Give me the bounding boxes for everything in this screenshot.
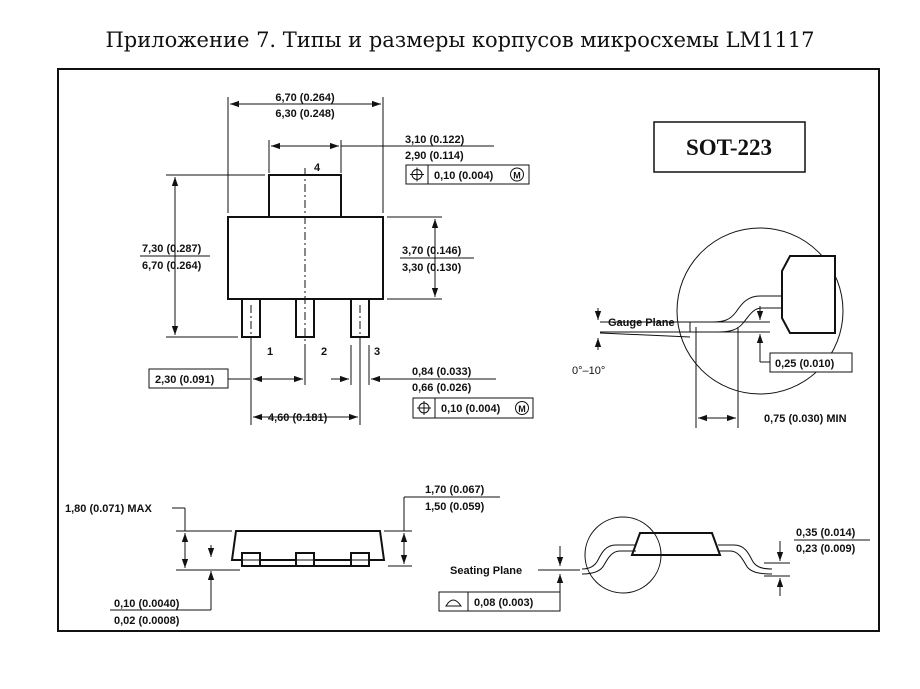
tab-width-max-label: 3,10 (0.122): [405, 134, 465, 146]
lead-thickness-min-label: 0,23 (0.009): [796, 543, 856, 555]
lead-thickness-max-label: 0,35 (0.014): [796, 527, 856, 539]
pitch-total-label: 4,60 (0.181): [268, 412, 328, 424]
package-name-box: SOT-223: [653, 121, 806, 173]
height-max-label: 7,30 (0.287): [142, 243, 202, 255]
pin-2-label: 2: [321, 346, 327, 358]
seating-plane-label: Seating Plane: [450, 565, 522, 577]
package-name: SOT-223: [686, 135, 772, 160]
tab-tolerance-label: 0,10 (0.004): [434, 170, 494, 182]
top-view: 4 1 2 3 6,70 (0.264) 6,30 (0.248) 3,10 (…: [140, 92, 534, 425]
mmc-icon: [510, 167, 524, 182]
detail-circle: [676, 227, 844, 395]
standoff-max-label: 0,10 (0.0040): [114, 598, 180, 610]
width-min-label: 6,30 (0.248): [275, 108, 335, 120]
standoff-min-label: 0,02 (0.0008): [114, 615, 180, 627]
pitch-label: 2,30 (0.091): [155, 374, 215, 386]
seating-detail: Seating Plane 0,08 (0.003) 0,35 (0.014) …: [438, 516, 870, 612]
page-title: Приложение 7. Типы и размеры корпусов ми…: [105, 28, 815, 52]
mmc-symbol: M: [518, 404, 526, 414]
lead-width-min-label: 0,66 (0.026): [412, 382, 472, 394]
pin-3-label: 3: [374, 346, 380, 358]
drawing-frame: [57, 68, 880, 632]
gauge-height-label: 0,25 (0.010): [775, 358, 835, 370]
width-max-label: 6,70 (0.264): [275, 92, 335, 104]
gauge-detail: Gauge Plane 0°–10° 0,25 (0.010) 0,75 (0.…: [572, 227, 853, 428]
angle-label: 0°–10°: [572, 365, 605, 377]
seating-package-body: [630, 532, 722, 556]
body-height-min-label: 3,30 (0.130): [402, 262, 462, 274]
body-thickness-min-label: 1,50 (0.059): [425, 501, 485, 513]
surface-profile-icon: [445, 599, 462, 607]
coplanarity-label: 0,08 (0.003): [474, 597, 534, 609]
pin-1-label: 1: [267, 346, 273, 358]
tab-tolerance-frame: 0,10 (0.004) M: [405, 164, 530, 185]
foot-length-label: 0,75 (0.030) MIN: [764, 413, 847, 425]
height-max-side-label: 1,80 (0.071) MAX: [65, 503, 152, 515]
tab-width-min-label: 2,90 (0.114): [405, 150, 464, 162]
mmc-symbol: M: [513, 171, 521, 181]
height-min-label: 6,70 (0.264): [142, 260, 202, 272]
tab-pin-label: 4: [314, 162, 321, 174]
lead-width-max-label: 0,84 (0.033): [412, 366, 472, 378]
body-height-max-label: 3,70 (0.146): [402, 245, 462, 257]
lead-tolerance-label: 0,10 (0.004): [441, 403, 501, 415]
seating-detail-circle: [584, 516, 662, 594]
coplanarity-frame: 0,08 (0.003): [438, 591, 561, 612]
gauge-plane-label: Gauge Plane: [608, 317, 675, 329]
lead-tolerance-frame: 0,10 (0.004) M: [412, 397, 534, 419]
side-package-body: [230, 530, 386, 561]
detail-package-body: [781, 255, 836, 334]
mmc-icon: [515, 401, 529, 415]
body-thickness-max-label: 1,70 (0.067): [425, 484, 485, 496]
side-view: 1,80 (0.071) MAX 0,10 (0.0040) 0,02 (0.0…: [65, 484, 500, 627]
